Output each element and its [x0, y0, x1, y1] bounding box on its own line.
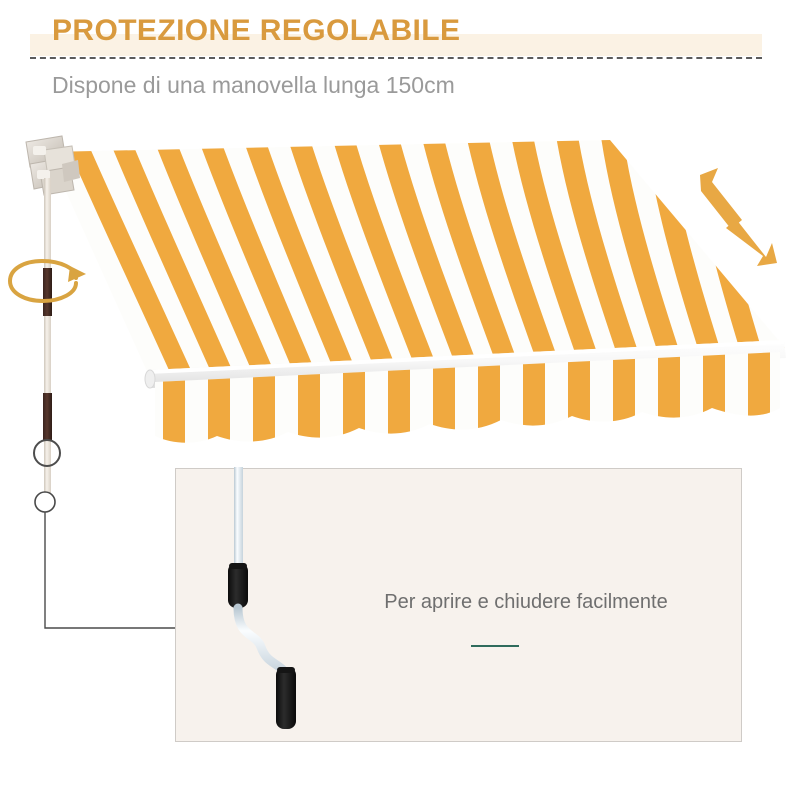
detail-panel-accent-rule	[471, 645, 519, 647]
rotation-arrow-icon	[7, 258, 86, 304]
page-title: PROTEZIONE REGOLABILE	[52, 14, 461, 47]
crank-end-ring	[33, 439, 61, 467]
crank-upper-grip	[43, 268, 52, 316]
crank-handle-detail-illustration	[228, 467, 296, 729]
extend-arrow	[700, 168, 742, 229]
direction-arrows	[700, 168, 777, 266]
retract-arrow	[726, 219, 777, 266]
page-subtitle: Dispone di una manovella lunga 150cm	[52, 72, 455, 98]
title-highlight-band	[30, 34, 762, 56]
callout-connector-line	[34, 491, 200, 629]
crank-grip-upper	[228, 563, 248, 608]
crank-pole	[44, 178, 51, 508]
crank-rod-assembly	[7, 178, 86, 508]
wall-mount-bracket	[25, 135, 80, 196]
crank-grip-lower	[276, 667, 296, 729]
title-divider	[30, 57, 762, 59]
detail-panel-caption: Per aprire e chiudere facilmente	[384, 591, 668, 613]
awning-illustration	[25, 135, 786, 443]
detail-panel: Per aprire e chiudere facilmente	[175, 467, 742, 742]
crank-lower-grip	[43, 393, 52, 441]
